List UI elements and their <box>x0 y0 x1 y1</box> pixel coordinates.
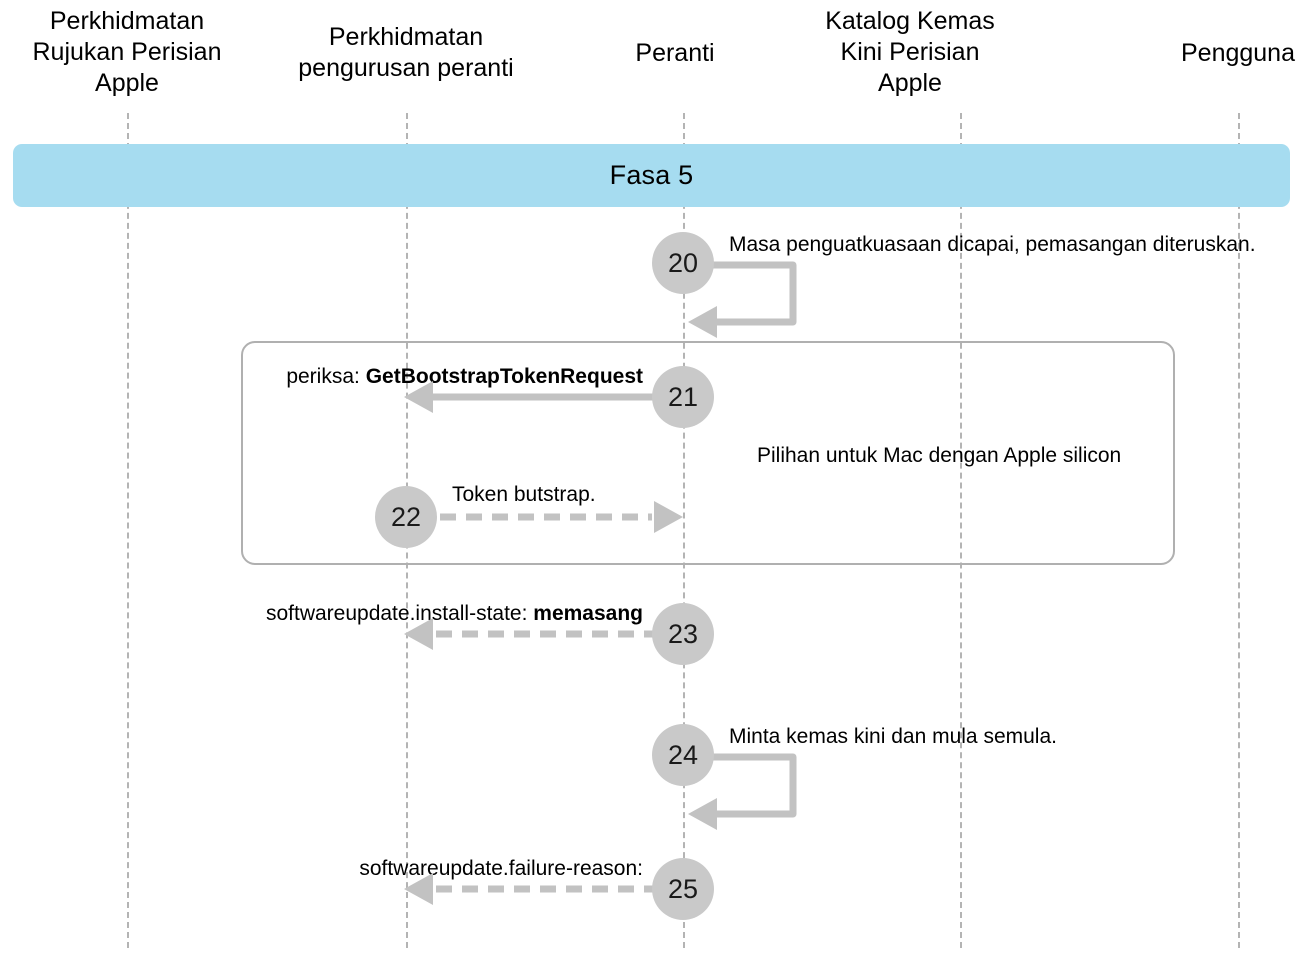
phase-banner: Fasa 5 <box>13 144 1290 207</box>
message-text-22: Token butstrap. <box>452 483 596 506</box>
message-text-23: softwareupdate.install-state: <box>265 602 534 625</box>
message-text-20: Masa penguatkuasaan dicapai, pemasangan … <box>729 233 1256 256</box>
message-label-21: periksa: GetBootstrapTokenRequest <box>160 364 643 390</box>
lifeline-asr <box>127 113 129 948</box>
lifeline-user <box>1238 113 1240 948</box>
step-badge-23[interactable]: 23 <box>652 603 714 665</box>
lifeline-header-asr: Perkhidmatan Rujukan Perisian Apple <box>32 7 222 97</box>
lifeline-catalog <box>960 113 962 948</box>
step-badge-24[interactable]: 24 <box>652 724 714 786</box>
lifeline-header-device: Peranti <box>635 39 715 67</box>
message-label-23: softwareupdate.install-state: memasang <box>160 601 643 627</box>
phase-banner-label: Fasa 5 <box>609 160 694 190</box>
step-badge-21[interactable]: 21 <box>652 366 714 428</box>
step-badge-22[interactable]: 22 <box>375 486 437 548</box>
step-badge-25[interactable]: 25 <box>652 858 714 920</box>
message-label-22: Token butstrap. <box>452 482 596 508</box>
lifeline-header-mdm: Perkhidmatan pengurusan peranti <box>298 23 514 82</box>
message-text-24: Minta kemas kini dan mula semula. <box>729 725 1057 748</box>
message-text-23-bold: memasang <box>533 602 643 625</box>
lifeline-header-catalog: Katalog Kemas Kini Perisian Apple <box>825 7 995 97</box>
message-label-25: softwareupdate.failure-reason: <box>160 856 643 882</box>
optional-region-box <box>241 341 1175 565</box>
message-text-25: softwareupdate.failure-reason: <box>359 857 643 880</box>
lifeline-device <box>683 113 685 948</box>
step-badge-20[interactable]: 20 <box>652 232 714 294</box>
lifeline-header-user: Pengguna <box>1180 39 1295 67</box>
optional-region-label: Pilihan untuk Mac dengan Apple silicon <box>757 444 1122 467</box>
message-label-24: Minta kemas kini dan mula semula. <box>729 724 1057 750</box>
message-text-21-bold: GetBootstrapTokenRequest <box>365 365 643 388</box>
message-text-21: periksa: <box>286 365 366 388</box>
message-label-20: Masa penguatkuasaan dicapai, pemasangan … <box>729 232 1256 258</box>
